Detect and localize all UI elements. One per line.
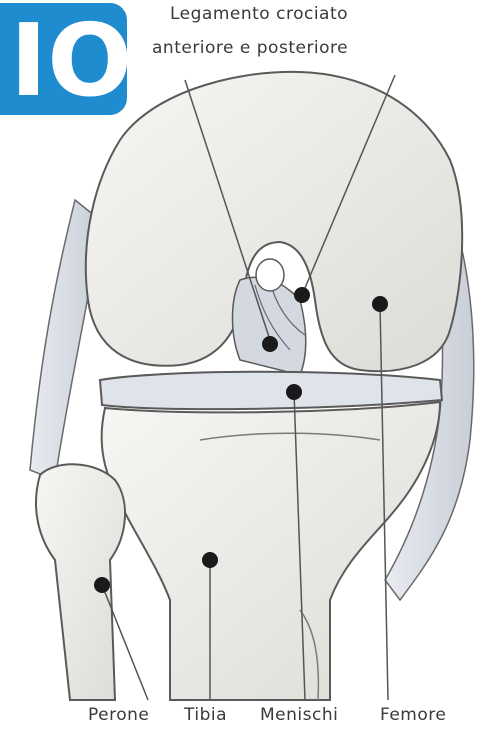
dot-tibia <box>202 552 218 568</box>
dot-acl <box>262 336 278 352</box>
label-menischi: Menischi <box>260 705 338 725</box>
dot-meniscus <box>286 384 302 400</box>
badge-text: IO <box>10 2 132 119</box>
label-femore: Femore <box>380 705 446 725</box>
badge: IO <box>0 0 132 119</box>
tibia <box>102 402 440 700</box>
ligament-label-line1: Legamento crociato <box>170 4 348 24</box>
dot-fibula <box>94 577 110 593</box>
dot-femur <box>372 296 388 312</box>
dot-pcl <box>294 287 310 303</box>
label-tibia: Tibia <box>184 705 227 725</box>
label-perone: Perone <box>88 705 149 725</box>
fibula <box>36 464 125 700</box>
meniscus <box>100 372 442 409</box>
ligament-label-line2: anteriore e posteriore <box>152 38 348 58</box>
